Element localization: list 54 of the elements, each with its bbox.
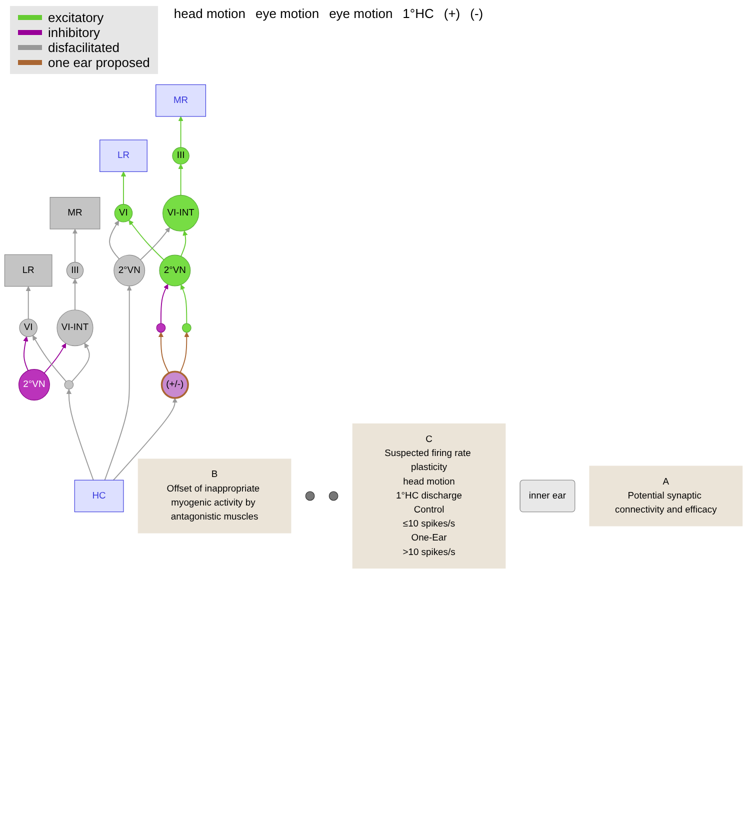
arrow	[158, 332, 170, 374]
node-circle	[156, 323, 166, 333]
annotation-label: eye motion	[329, 6, 393, 21]
arrow	[72, 228, 78, 263]
arrow	[26, 286, 31, 320]
arrow	[104, 286, 132, 481]
arrow	[71, 342, 90, 382]
node-circle: 2°VN	[159, 254, 191, 286]
legend-label: one ear proposed	[48, 55, 150, 70]
node-circle: (+/-)	[160, 370, 189, 399]
legend-label: inhibitory	[48, 25, 100, 40]
annotation-label: (+)	[444, 6, 460, 21]
annotation-label: 1°HC	[402, 6, 434, 21]
node-box: LR	[100, 140, 148, 172]
legend-label: disfacilitated	[48, 40, 120, 55]
legend-label: excitatory	[48, 10, 104, 25]
node-box: LR	[4, 254, 52, 287]
node-box: C Suspected firing rate plasticity head motion 1°HC discharge Control ≤10 spikes/s One-Ear >10 spikes/s	[352, 423, 506, 569]
arrow	[140, 227, 170, 260]
node-box: MR	[156, 84, 206, 117]
node-circle	[64, 380, 74, 390]
node-circle: 2°VN	[18, 369, 50, 401]
node-circle	[182, 323, 192, 333]
arrow	[66, 388, 94, 481]
node-box: A Potential synaptic connectivity and efficacy	[589, 466, 743, 526]
node-circle: VI-INT	[162, 194, 200, 232]
node-circle: VI-INT	[56, 310, 94, 346]
arrow	[178, 116, 184, 148]
node-circle: VI	[114, 204, 133, 222]
node-box: HC	[74, 480, 124, 512]
arrow	[72, 278, 78, 310]
node-circle: III	[66, 262, 84, 280]
arrow	[120, 171, 126, 205]
arrow	[109, 220, 120, 260]
arrow	[180, 332, 190, 374]
arrow	[178, 164, 184, 196]
node-circle	[305, 491, 315, 501]
annotation-label: (-)	[470, 6, 484, 21]
arrow	[160, 284, 168, 324]
arrow	[112, 398, 178, 481]
arrow	[128, 220, 164, 260]
node-circle	[328, 491, 338, 501]
arrow	[44, 343, 66, 374]
annotation-label: head motion	[174, 6, 246, 21]
node-box: B Offset of inappropriate myogenic activity by antagonistic muscles	[138, 458, 292, 534]
node-circle: 2°VN	[114, 254, 146, 286]
node-box: MR	[50, 197, 100, 230]
arrow	[180, 284, 188, 324]
arrow	[180, 230, 188, 257]
arrow	[32, 335, 67, 382]
arrow	[23, 336, 29, 372]
annotation-label: eye motion	[255, 6, 320, 21]
node-circle: VI	[19, 318, 38, 337]
node-circle: III	[172, 147, 190, 164]
